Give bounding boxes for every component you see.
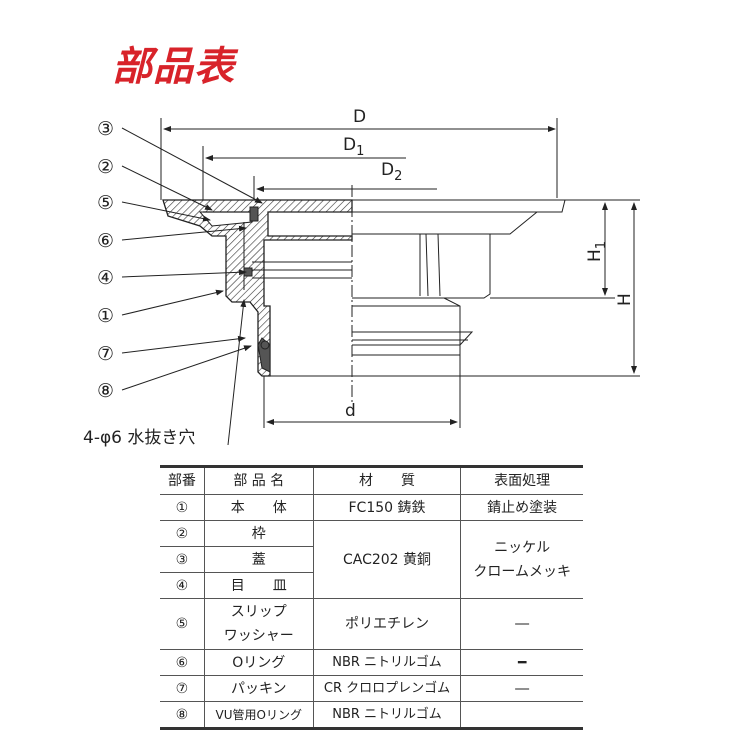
callout-5: ⑤ bbox=[97, 192, 114, 214]
finish: 錆止め塗装 bbox=[460, 494, 583, 521]
table-row: ⑦ パッキン CR クロロプレンゴム ― bbox=[160, 675, 583, 702]
part-no: ① bbox=[160, 494, 205, 521]
part-name: 本 体 bbox=[203, 494, 314, 521]
part-no: ⑤ bbox=[160, 598, 205, 650]
part-name: 目 皿 bbox=[203, 572, 314, 599]
part-no: ⑦ bbox=[160, 675, 205, 702]
callout-3: ③ bbox=[97, 118, 114, 140]
drain-cross-section-diagram: ③ ② ⑤ ⑥ ④ ① ⑦ ⑧ 4-φ6 水抜き穴 D D1 D2 d H1 H bbox=[83, 107, 640, 448]
part-name: Oリング bbox=[203, 649, 314, 676]
material: CR クロロプレンゴム bbox=[312, 675, 462, 702]
dim-D: D bbox=[353, 107, 366, 127]
material: ポリエチレン bbox=[312, 598, 462, 650]
header-part-name: 部 品 名 bbox=[203, 466, 314, 495]
part-no: ④ bbox=[160, 572, 205, 599]
part-name: 蓋 bbox=[203, 546, 314, 573]
part-no: ⑥ bbox=[160, 649, 205, 676]
table-row: ③ 蓋 bbox=[160, 546, 583, 573]
part-no: ② bbox=[160, 520, 205, 547]
callout-7: ⑦ bbox=[97, 343, 114, 365]
header-material: 材 質 bbox=[312, 466, 462, 495]
page-title: 部品表 bbox=[112, 44, 235, 90]
parts-table: 部番 部 品 名 材 質 表面処理 ① 本 体 FC150 鋳鉄 錆止め塗装 ②… bbox=[160, 465, 583, 730]
table-row: ⑥ Oリング NBR ニトリルゴム ━ bbox=[160, 649, 583, 676]
dim-H1: H1 bbox=[585, 241, 609, 262]
callout-1: ① bbox=[97, 305, 114, 327]
dim-H: H bbox=[615, 293, 635, 306]
material: FC150 鋳鉄 bbox=[312, 494, 462, 521]
callout-6: ⑥ bbox=[97, 230, 114, 252]
part-no: ⑧ bbox=[160, 701, 205, 729]
header-part-no: 部番 bbox=[160, 466, 205, 495]
table-row: ① 本 体 FC150 鋳鉄 錆止め塗装 bbox=[160, 494, 583, 521]
drain-hole-label: 4-φ6 水抜き穴 bbox=[83, 428, 195, 448]
finish: ━ bbox=[460, 649, 583, 676]
part-no: ③ bbox=[160, 546, 205, 573]
part-name: 枠 bbox=[203, 520, 314, 547]
finish: ― bbox=[460, 675, 583, 702]
table-row: ⑧ VU管用Oリング NBR ニトリルゴム bbox=[160, 701, 583, 729]
dim-d: d bbox=[345, 401, 356, 421]
part-name: スリップ ワッシャー bbox=[203, 598, 314, 650]
header-finish: 表面処理 bbox=[460, 466, 583, 495]
table-row: ⑤ スリップ ワッシャー ポリエチレン ― bbox=[160, 598, 583, 650]
table-row: ④ 目 皿 bbox=[160, 572, 583, 599]
part-name: パッキン bbox=[203, 675, 314, 702]
part-name: VU管用Oリング bbox=[203, 701, 314, 729]
finish bbox=[460, 701, 583, 729]
material: NBR ニトリルゴム bbox=[312, 701, 462, 729]
dim-D2: D2 bbox=[381, 160, 402, 184]
callout-4: ④ bbox=[97, 267, 114, 289]
finish: ニッケル クロームメッキ bbox=[460, 520, 583, 599]
material: CAC202 黄銅 bbox=[312, 520, 462, 599]
finish: ― bbox=[460, 598, 583, 650]
table-header-row: 部番 部 品 名 材 質 表面処理 bbox=[160, 466, 583, 495]
callout-8: ⑧ bbox=[97, 380, 114, 402]
material: NBR ニトリルゴム bbox=[312, 649, 462, 676]
dim-D1: D1 bbox=[343, 135, 364, 159]
callout-2: ② bbox=[97, 156, 114, 178]
table-row: ② 枠 CAC202 黄銅 ニッケル クロームメッキ bbox=[160, 520, 583, 599]
